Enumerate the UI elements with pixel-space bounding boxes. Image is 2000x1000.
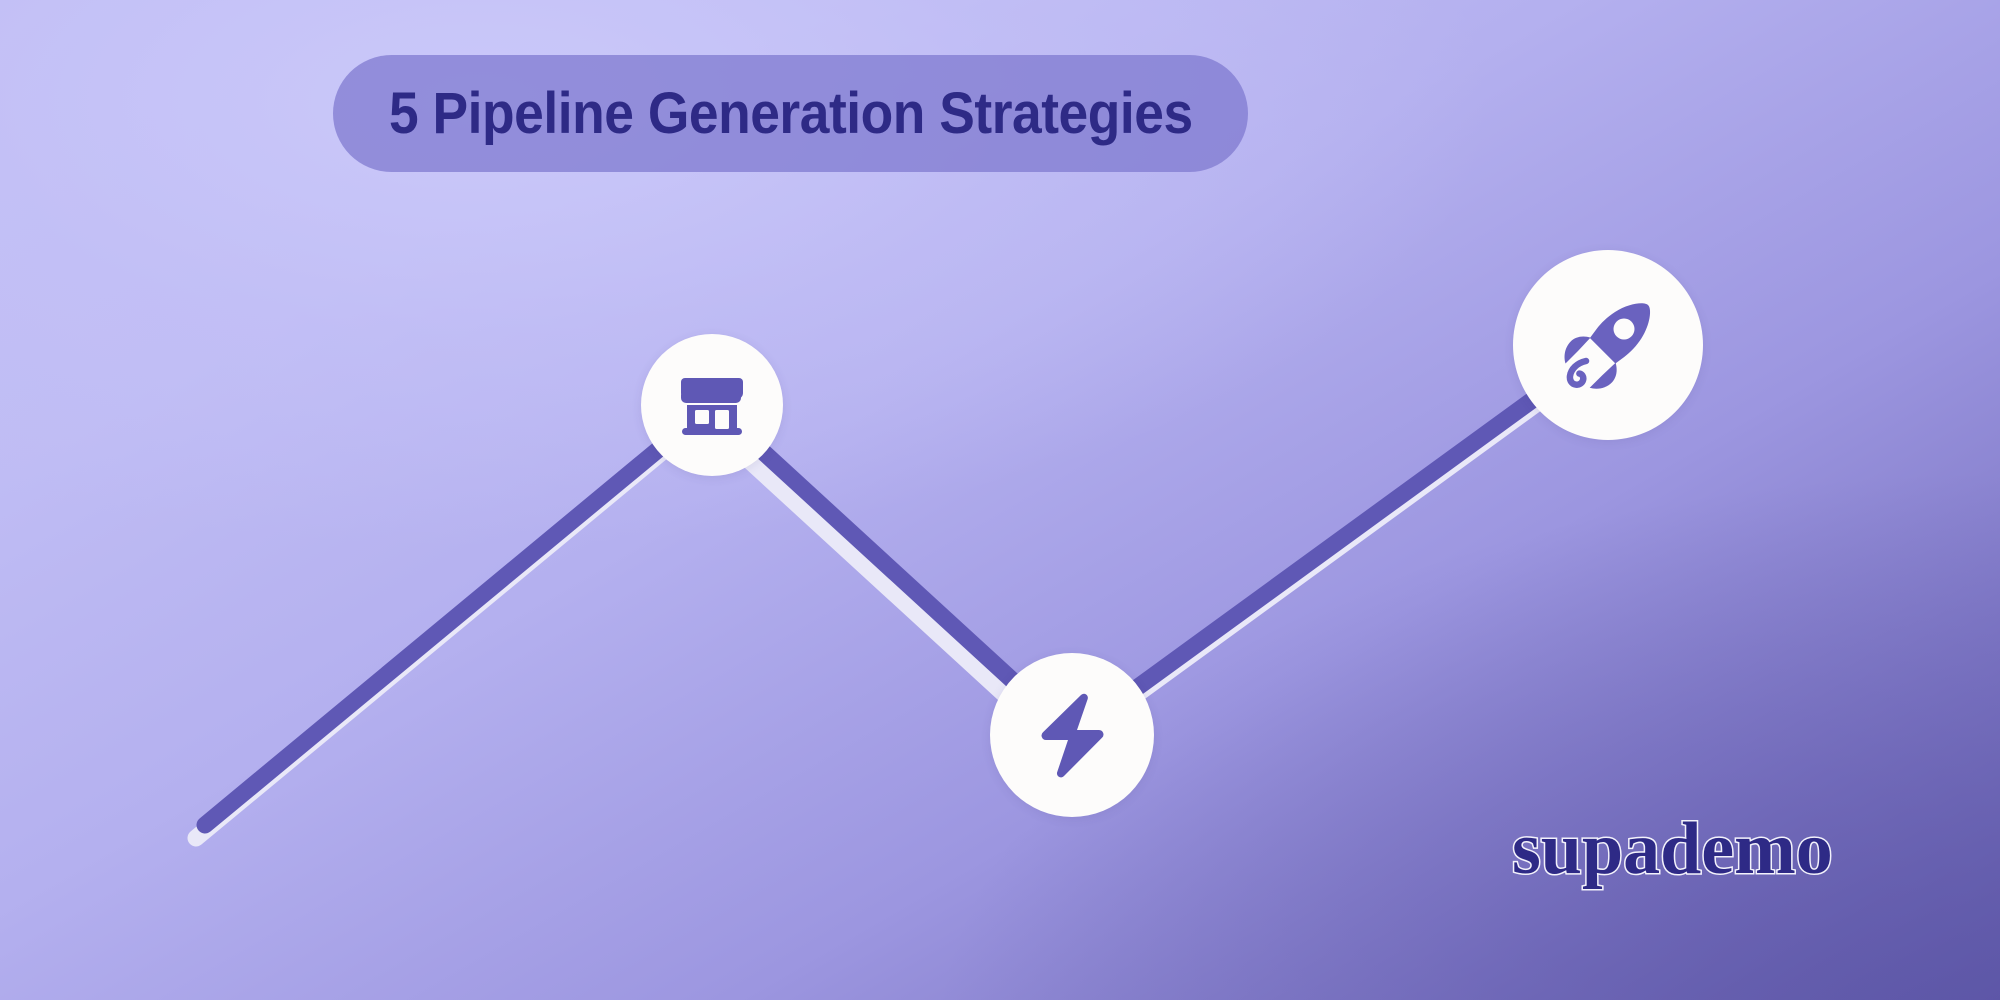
title-pill: 5 Pipeline Generation Strategies	[333, 55, 1248, 172]
bolt-node[interactable]	[990, 653, 1154, 817]
store-icon	[681, 378, 743, 435]
page-title: 5 Pipeline Generation Strategies	[388, 80, 1193, 146]
store-node[interactable]	[641, 334, 783, 476]
rocket-icon	[1564, 303, 1651, 389]
rocket-node[interactable]	[1513, 250, 1703, 440]
chart-main-polyline	[196, 336, 1617, 834]
supademo-wordmark: supademo	[1511, 808, 1835, 890]
chart-shadow-polyline	[187, 349, 1608, 847]
bolt-icon	[1041, 693, 1104, 778]
